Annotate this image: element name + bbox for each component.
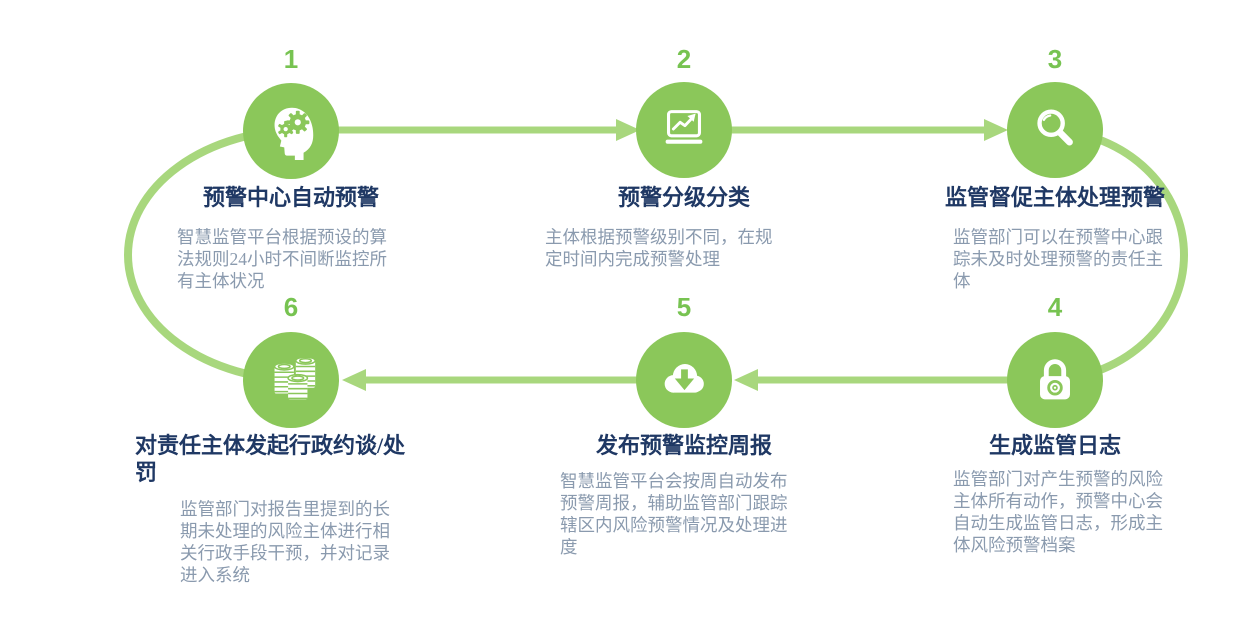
magnifier-icon [1037, 109, 1073, 146]
brain-gears-icon [274, 107, 314, 160]
step-title: 监管督促主体处理预警 [944, 185, 1165, 210]
step-description: 智慧监管平台会按周自动发布预警周报，辅助监管部门跟踪辖区内风险预警情况及处理进度 [560, 471, 788, 557]
step-number: 4 [1047, 292, 1063, 322]
step-6-circle [243, 332, 339, 428]
step-number: 3 [1047, 44, 1063, 74]
arrowhead-5-to-6 [342, 369, 366, 391]
step-title: 预警中心自动预警 [202, 185, 379, 210]
step-4-circle [1007, 332, 1103, 428]
padlock-icon [1040, 359, 1070, 400]
coins-icon [273, 356, 316, 400]
step-description: 监管部门可以在预警中心跟踪未及时处理预警的责任主体 [953, 227, 1163, 291]
arrowhead-4-to-5 [734, 369, 758, 391]
step-number: 2 [676, 44, 692, 74]
laptop-chart-icon [665, 110, 703, 144]
step-description: 主体根据预警级别不同，在规定时间内完成预警处理 [545, 227, 773, 269]
right-loop-arc [1045, 126, 1188, 384]
left-loop-arc [124, 126, 301, 384]
step-description: 监管部门对产生预警的风险主体所有动作，预警中心会自动生成监管日志，形成主体风险预… [953, 469, 1163, 555]
step-3-circle [1007, 82, 1103, 178]
step-5-circle [636, 332, 732, 428]
step-1-circle [243, 83, 339, 179]
step-title: 生成监管日志 [988, 433, 1121, 458]
arrowhead-1-to-2 [616, 119, 640, 141]
step-title: 对责任主体发起行政约谈/处罚 [135, 433, 406, 485]
step-number: 1 [283, 44, 299, 74]
step-description: 智慧监管平台根据预设的算法规则24小时不间断监控所有主体状况 [177, 227, 387, 291]
step-title: 发布预警监控周报 [595, 433, 772, 458]
step-description: 监管部门对报告里提到的长期未处理的风险主体进行相关行政手段干预，并对记录进入系统 [180, 499, 390, 585]
step-title: 预警分级分类 [617, 185, 750, 210]
step-number: 6 [283, 292, 299, 322]
step-number: 5 [676, 292, 692, 322]
step-2-circle [636, 82, 732, 178]
arrowhead-2-to-3 [984, 119, 1008, 141]
cloud-download-icon [664, 364, 704, 393]
